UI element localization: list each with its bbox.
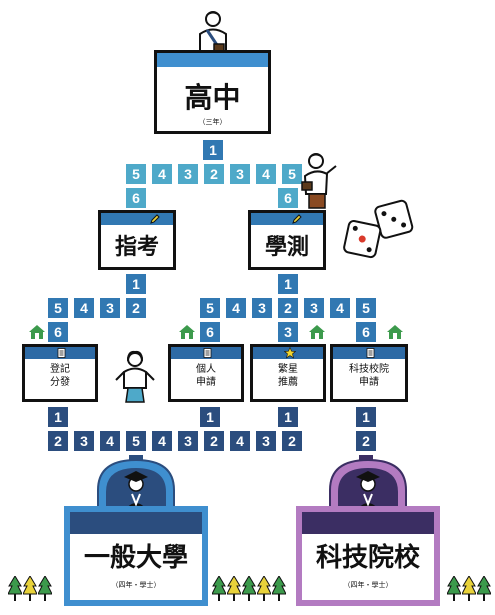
tree-icon (23, 576, 37, 601)
step-tile: 3 (178, 164, 198, 184)
step-tile: 1 (203, 140, 223, 160)
personal-card: 個人申請 (168, 344, 244, 402)
tree-icon (477, 576, 491, 601)
step-tile: 3 (256, 431, 276, 451)
house-icon (179, 325, 195, 339)
personal-line-2: 申請 (196, 377, 216, 388)
step-tile: 4 (226, 298, 246, 318)
personal-line-1: 個人 (196, 364, 216, 375)
girl-student-icon (115, 350, 155, 403)
step-tile: 4 (152, 164, 172, 184)
step-tile: 4 (152, 431, 172, 451)
tree-icon (212, 576, 226, 601)
step-tile: 6 (126, 188, 146, 208)
step-tile: 2 (282, 431, 302, 451)
step-tile: 4 (330, 298, 350, 318)
university-title: 一般大學 (83, 543, 188, 573)
university-box: 一般大學 （四年・學士） (64, 506, 208, 606)
tree-icon (242, 576, 256, 601)
tree-icon (462, 576, 476, 601)
step-tile: 6 (48, 322, 68, 342)
star-icon (284, 347, 296, 359)
step-tile: 1 (200, 407, 220, 427)
tech-apply-line-1: 科技校院 (349, 364, 389, 375)
xuece-box: 學測 (248, 210, 326, 270)
house-icon (387, 325, 403, 339)
high-school-duration: （三年） (198, 118, 227, 126)
high-school-title: 高中 (184, 81, 241, 114)
step-tile: 4 (100, 431, 120, 451)
tech-degree: （四年・學士） (343, 581, 393, 589)
house-icon (29, 325, 45, 339)
step-tile: 4 (230, 431, 250, 451)
step-tile: 2 (356, 431, 376, 451)
step-tile: 4 (256, 164, 276, 184)
house-icon (309, 325, 325, 339)
register-line-2: 分發 (50, 377, 70, 388)
step-tile: 2 (48, 431, 68, 451)
tree-icon (227, 576, 241, 601)
step-tile: 2 (126, 298, 146, 318)
tree-icon (38, 576, 52, 601)
step-tile: 6 (278, 188, 298, 208)
tech-box: 科技院校 （四年・學士） (296, 506, 440, 606)
step-tile: 3 (178, 431, 198, 451)
step-tile: 5 (126, 164, 146, 184)
pencil-icon (150, 214, 160, 224)
step-tile: 3 (100, 298, 120, 318)
document-icon (366, 348, 375, 358)
register-card: 登記分發 (22, 344, 98, 402)
star-line-1: 繁星 (278, 364, 298, 375)
step-tile: 1 (356, 407, 376, 427)
register-line-1: 登記 (50, 364, 70, 375)
step-tile: 3 (278, 322, 298, 342)
university-degree: （四年・學士） (111, 581, 161, 589)
tree-icon (8, 576, 22, 601)
step-tile: 3 (74, 431, 94, 451)
pencil-icon (292, 214, 302, 224)
runner-icon (301, 153, 337, 209)
tech-apply-line-2: 申請 (359, 377, 379, 388)
step-tile: 5 (48, 298, 68, 318)
step-tile: 1 (48, 407, 68, 427)
tech-apply-card: 科技校院申請 (330, 344, 408, 402)
step-tile: 5 (282, 164, 302, 184)
step-tile: 6 (200, 322, 220, 342)
step-tile: 1 (126, 274, 146, 294)
step-tile: 3 (252, 298, 272, 318)
star-line-2: 推薦 (278, 377, 298, 388)
document-icon (57, 348, 66, 358)
high-school-box: 高中 （三年） (154, 50, 271, 134)
zhikao-box: 指考 (98, 210, 176, 270)
tree-icon (447, 576, 461, 601)
document-icon (203, 348, 212, 358)
step-tile: 1 (278, 407, 298, 427)
tree-icon (257, 576, 271, 601)
step-tile: 2 (204, 164, 224, 184)
dice-icon (343, 199, 414, 259)
step-tile: 1 (278, 274, 298, 294)
step-tile: 5 (200, 298, 220, 318)
step-tile: 2 (278, 298, 298, 318)
xuece-title: 學測 (264, 235, 309, 260)
step-tile: 3 (230, 164, 250, 184)
tree-icon (272, 576, 286, 601)
step-tile: 2 (204, 431, 224, 451)
step-tile: 4 (74, 298, 94, 318)
step-tile: 5 (356, 298, 376, 318)
step-tile: 5 (126, 431, 146, 451)
step-tile: 3 (304, 298, 324, 318)
star-card: 繁星推薦 (250, 344, 326, 402)
zhikao-title: 指考 (114, 235, 159, 260)
step-tile: 6 (356, 322, 376, 342)
tech-title: 科技院校 (315, 543, 420, 573)
